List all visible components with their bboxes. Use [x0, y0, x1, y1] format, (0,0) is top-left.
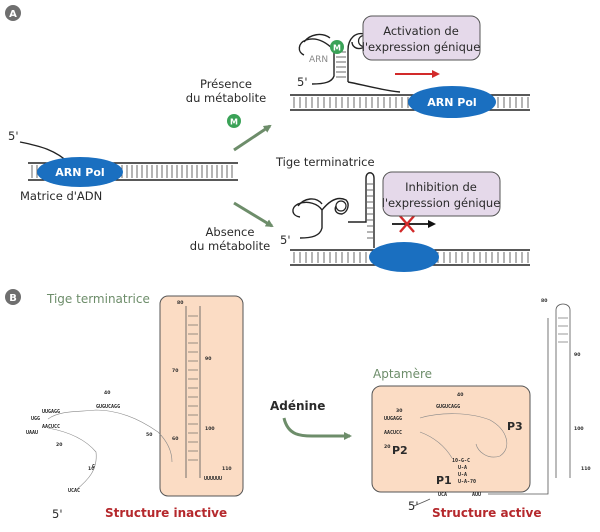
bound-metabolite-symbol: M — [333, 44, 341, 53]
p1-pair-1: 10-G-C — [452, 458, 470, 464]
left-seq-top: UGG — [31, 416, 40, 422]
tail-left-right: UCA — [438, 492, 447, 498]
p1-pair-2: U-A — [458, 465, 467, 471]
nt-10-left: 10 — [88, 466, 94, 472]
nt-100-left: 100 — [205, 426, 215, 432]
five-prime-top: 5' — [297, 75, 307, 89]
presence-line-2: du métabolite — [186, 91, 266, 105]
nt-100-right: 100 — [574, 426, 584, 432]
frag-g-left: G — [92, 464, 95, 470]
rna-polymerase-top — [408, 86, 496, 118]
nt-30-right: 30 — [396, 408, 402, 414]
terminator-label-b: Tige terminatrice — [46, 292, 150, 306]
template-label: Matrice d'ADN — [20, 189, 102, 203]
five-prime-b-left: 5' — [52, 507, 62, 521]
right-hairpin: 80 90 100 110 — [541, 298, 591, 478]
tail-right-right: AUU — [472, 492, 481, 498]
bound-metabolite — [330, 40, 344, 54]
aptamer-label: Aptamère — [373, 367, 432, 381]
stop-cross-icon — [399, 215, 415, 233]
p1-pair-4: U-A-70 — [458, 479, 476, 485]
terminator-hairpin — [365, 172, 375, 179]
nt-110-left: 110 — [222, 466, 232, 472]
panel-a-badge — [5, 5, 21, 21]
arn-fragment-label: ARN — [309, 55, 328, 65]
five-prime-bottom: 5' — [280, 233, 290, 247]
panel-b-badge — [5, 289, 21, 305]
pol-label-top: ARN Pol — [427, 96, 476, 109]
rna-polymerase-bottom — [369, 242, 439, 272]
inhibition-callout — [382, 171, 501, 217]
loop-right: GUGUCAGG — [436, 404, 460, 410]
terminator-stem-box — [159, 295, 244, 497]
inactive-label: Structure inactive — [105, 506, 227, 520]
nt-20-left: 20 — [56, 442, 62, 448]
absence-line-1: Absence — [206, 225, 255, 239]
rna-polymerase-left — [37, 157, 123, 187]
nt-40-right: 40 — [457, 392, 463, 398]
panel-a-letter: A — [9, 9, 17, 20]
pol-label-left: ARN Pol — [55, 166, 104, 179]
nt-50-left: 50 — [146, 432, 152, 438]
five-prime-b-right: 5' — [408, 499, 418, 513]
activation-callout — [362, 15, 481, 61]
left-seq-bottom: UAAU — [26, 430, 38, 436]
panel-a: A — [5, 5, 530, 272]
terminator-label-a: Tige terminatrice — [275, 155, 375, 169]
nt-80-left: 80 — [177, 300, 183, 306]
rna-strand-bottom — [292, 201, 323, 239]
activation-line-1: Activation de — [383, 24, 459, 38]
inhibition-line-2: l'expression génique — [382, 196, 501, 210]
p3-label: P3 — [507, 420, 523, 433]
rna-strand-top — [311, 50, 335, 85]
presence-line-1: Présence — [200, 77, 252, 91]
aptamer-box — [371, 385, 531, 493]
metabolite-icon — [227, 114, 241, 128]
inhibition-line-1: Inhibition de — [405, 180, 477, 194]
tail-u-left: UUUUUU — [204, 476, 222, 482]
p1-label: P1 — [436, 474, 452, 487]
loop-left: GUGUCAGG — [96, 404, 120, 410]
active-structure: UUGAGG AACUCC 30 40 GUGUCAGG 20 P2 P3 P1… — [384, 392, 523, 487]
strand-bottom-right: AACUCC — [384, 430, 402, 436]
absence-line-2: du métabolite — [190, 239, 270, 253]
activation-line-2: l'expression génique — [362, 40, 481, 54]
strand-bottom-left: AACUCC — [42, 424, 60, 430]
nt-90-right: 90 — [574, 352, 580, 358]
arrow-to-absence — [233, 201, 274, 228]
nt-90-left: 90 — [205, 356, 211, 362]
metabolite-symbol: M — [230, 118, 238, 127]
active-label: Structure active — [432, 506, 542, 520]
connector-to-hairpin — [488, 318, 549, 495]
panel-b-letter: B — [9, 293, 17, 304]
nt-40-left: 40 — [104, 390, 110, 396]
p2-label: P2 — [392, 444, 408, 457]
nt-20-right: 20 — [384, 444, 390, 450]
adenine-label: Adénine — [270, 399, 325, 413]
aptamer-apo-loop — [321, 197, 349, 215]
arrow-to-presence — [233, 124, 272, 152]
tail-left: UCAC — [68, 488, 80, 494]
p1-pair-3: U-A — [458, 472, 467, 478]
nt-60-left: 60 — [172, 436, 178, 442]
five-prime-left: 5' — [8, 129, 18, 143]
strand-top-left: UUGAGG — [42, 409, 60, 415]
nt-70-left: 70 — [172, 368, 178, 374]
panel-b: B Tige terminatrice 80 90 70 100 60 — [5, 289, 591, 521]
strand-top-right: UUGAGG — [384, 416, 402, 422]
adenine-arrow — [282, 417, 352, 440]
nt-110-right: 110 — [581, 466, 591, 472]
nt-80-right: 80 — [541, 298, 547, 304]
inactive-structure: 80 90 70 100 60 110 UUUUUU UGG UUGAGG AA… — [26, 300, 232, 494]
